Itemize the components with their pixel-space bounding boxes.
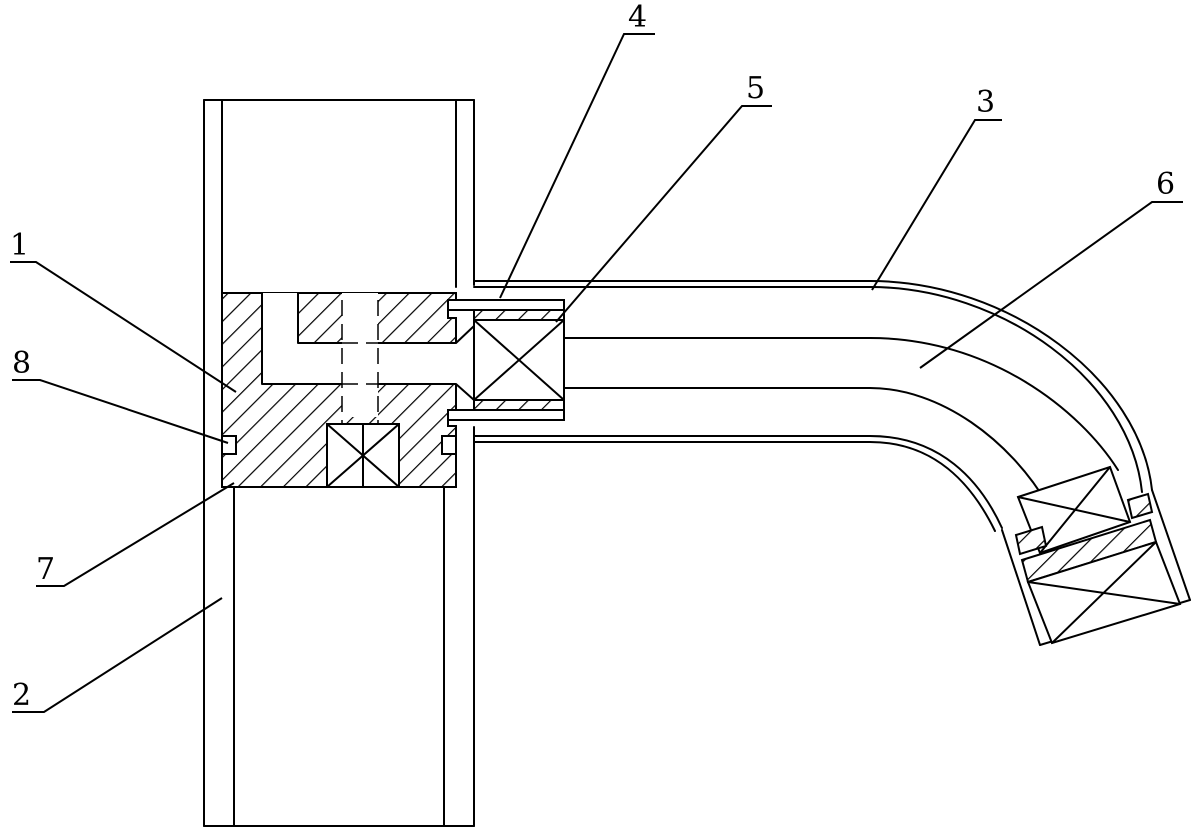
label-4: 4 xyxy=(628,0,647,35)
part-labels: 1 2 3 4 5 6 7 8 xyxy=(10,0,1175,713)
label-1: 1 xyxy=(10,228,29,263)
connector-sleeve xyxy=(447,299,565,421)
label-7: 7 xyxy=(36,552,55,587)
vertical-pipe xyxy=(203,99,475,827)
leader-lines xyxy=(10,33,1183,713)
label-3: 3 xyxy=(976,85,995,120)
label-6: 6 xyxy=(1156,167,1175,202)
label-2: 2 xyxy=(12,678,31,713)
label-5: 5 xyxy=(746,71,765,106)
inner-pipe xyxy=(563,337,1119,506)
valve-body xyxy=(221,292,475,488)
label-8: 8 xyxy=(12,346,31,381)
outlet-filters xyxy=(1014,465,1182,645)
outlet-spout xyxy=(473,280,1191,646)
